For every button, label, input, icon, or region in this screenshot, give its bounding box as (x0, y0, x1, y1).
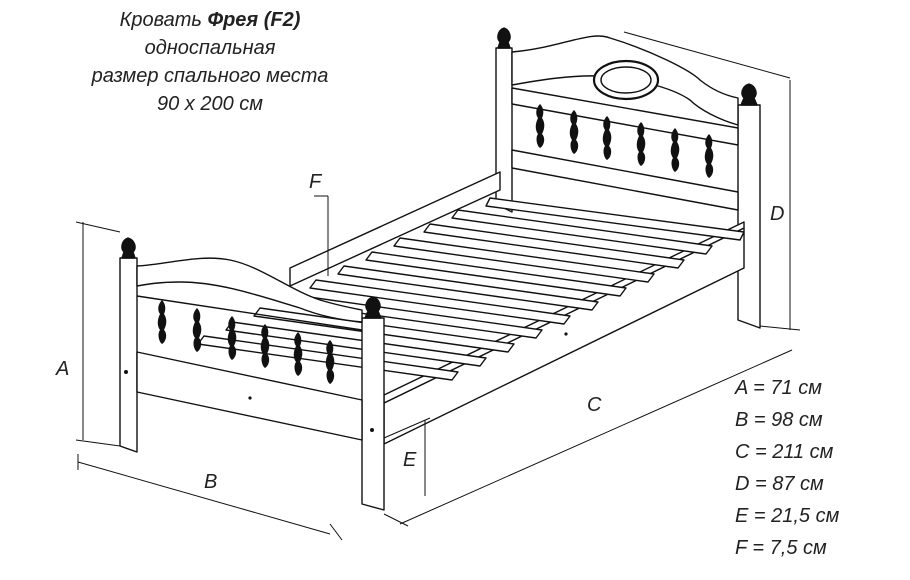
footboard-finials (121, 237, 382, 319)
dimension-c: C = 211 см (735, 441, 834, 463)
headboard-finials (497, 27, 758, 106)
dimension-a: A = 71 см (735, 377, 822, 399)
headboard-spindles (535, 104, 714, 178)
title-line3: размер спального места (91, 65, 329, 87)
dimension-e: E = 21,5 см (735, 505, 840, 527)
dimension-f: F = 7,5 см (735, 537, 827, 559)
title-model: Фрея (F2) (207, 9, 301, 31)
label-f: F (309, 171, 322, 193)
title-line1: Кровать Фрея (F2) (40, 6, 380, 34)
dim-line-b (77, 461, 331, 535)
dimension-b: B = 98 см (735, 409, 823, 431)
dimension-lines (75, 31, 801, 541)
title-line2: односпальная (144, 37, 276, 59)
title-block: Кровать Фрея (F2) односпальная размер сп… (40, 6, 380, 118)
footboard (119, 257, 385, 511)
title-line4: 90 x 200 см (157, 93, 263, 115)
label-c: C (587, 394, 602, 416)
dim-line-c (399, 349, 793, 525)
label-e: E (403, 449, 417, 471)
title-prefix: Кровать (119, 9, 208, 31)
label-b: B (204, 471, 218, 493)
label-a: A (56, 358, 70, 380)
dimension-d: D = 87 см (735, 473, 824, 495)
slats (197, 197, 745, 381)
footboard-spindles (157, 300, 335, 384)
bolt-dots (124, 332, 568, 432)
label-d: D (770, 203, 785, 225)
dimensions-legend: A = 71 см B = 98 см C = 211 см D = 87 см… (735, 372, 839, 564)
